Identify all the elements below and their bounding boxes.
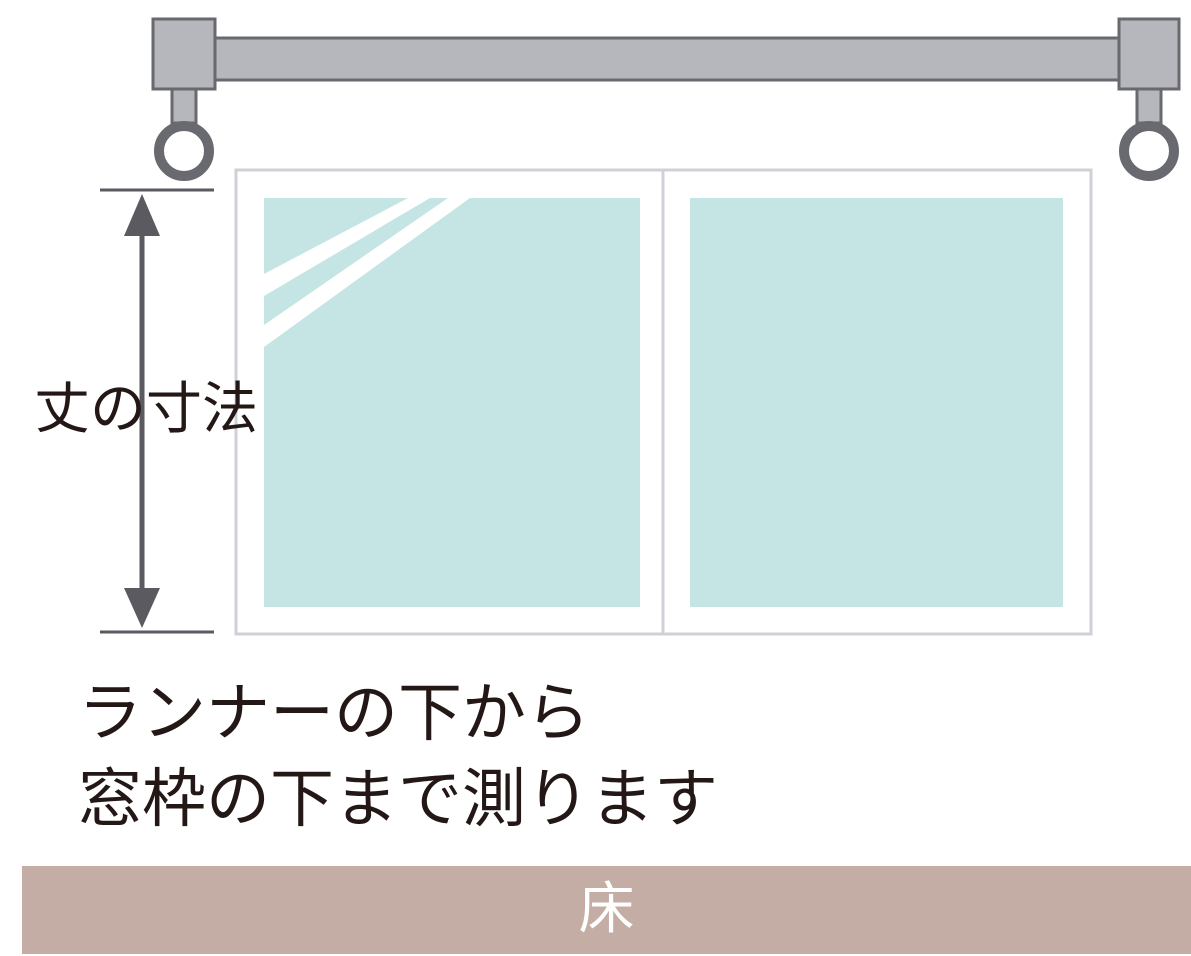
runner-left-icon <box>154 87 214 181</box>
window-pane-right <box>690 198 1063 607</box>
window <box>234 168 1093 636</box>
dimension-arrow-head-top <box>124 194 160 236</box>
floor-band: 床 <box>22 866 1191 954</box>
runner-left-stem <box>170 87 198 125</box>
dimension-arrow-head-bottom <box>124 588 160 628</box>
runner-left-ring <box>154 121 214 181</box>
rail-end-cap-left <box>151 17 217 91</box>
height-dimension-label: 丈の寸法 <box>34 377 258 442</box>
curtain-rail <box>151 17 1181 91</box>
height-dimension-marker <box>100 188 214 634</box>
window-pane-left <box>264 198 640 607</box>
instruction-text-line-2: 窓枠の下まで測ります <box>78 763 718 837</box>
rail-end-cap-right <box>1117 17 1181 91</box>
runner-right-stem <box>1135 87 1163 125</box>
glass-reflection-stripe-2 <box>264 198 470 347</box>
floor-strip <box>22 866 1191 954</box>
runner-right-ring <box>1119 121 1179 181</box>
rail-bar <box>203 36 1131 82</box>
floor-label: 床 <box>578 877 635 942</box>
glass-reflection-stripe-1 <box>264 198 430 296</box>
double-headed-arrow-icon <box>124 194 160 628</box>
runner-right-icon <box>1119 87 1179 181</box>
instruction-text-line-1: ランナーの下から <box>78 677 590 751</box>
